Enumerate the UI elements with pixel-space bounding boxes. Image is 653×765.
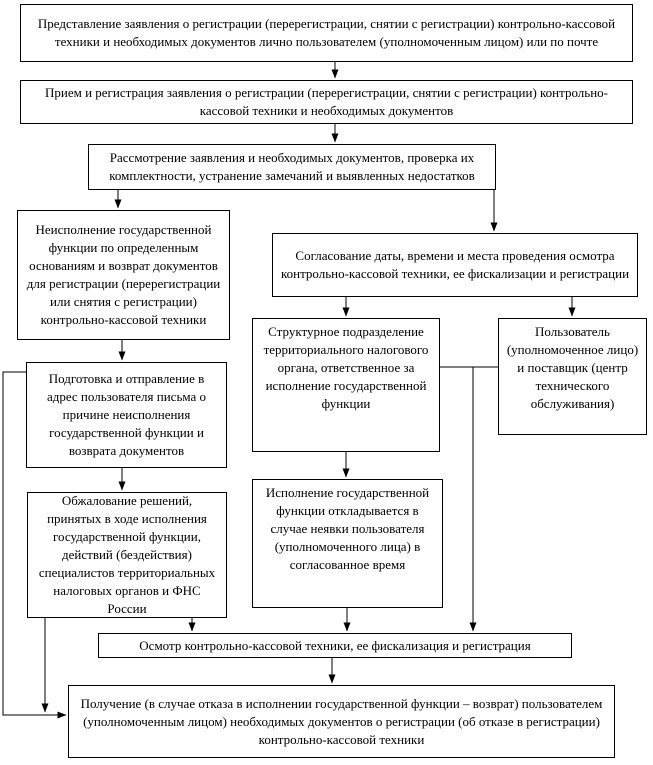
flow-node-reception: Прием и регистрация заявления о регистра…: [20, 80, 633, 124]
flow-node-user-supplier: Пользователь (уполномоченное лицо) и пос…: [498, 318, 647, 435]
flow-node-receipt: Получение (в случае отказа в исполнении …: [68, 685, 615, 758]
flow-node-subdivision: Структурное подразделение территориально…: [252, 318, 440, 452]
flow-node-postponement: Исполнение государственной функции откла…: [252, 479, 443, 608]
flow-node-appeal: Обжалование решений, принятых в ходе исп…: [27, 492, 227, 618]
flow-node-nonexecution: Неисполнение государственной функции по …: [17, 210, 230, 340]
flow-node-inspection: Осмотр контрольно-кассовой техники, ее ф…: [98, 633, 572, 658]
flow-node-agreement: Согласование даты, времени и места прове…: [272, 233, 638, 297]
flow-node-review: Рассмотрение заявления и необходимых док…: [88, 144, 496, 190]
flow-node-letter: Подготовка и отправление в адрес пользов…: [26, 362, 227, 468]
flow-node-submission: Представление заявления о регистрации (п…: [20, 4, 633, 62]
